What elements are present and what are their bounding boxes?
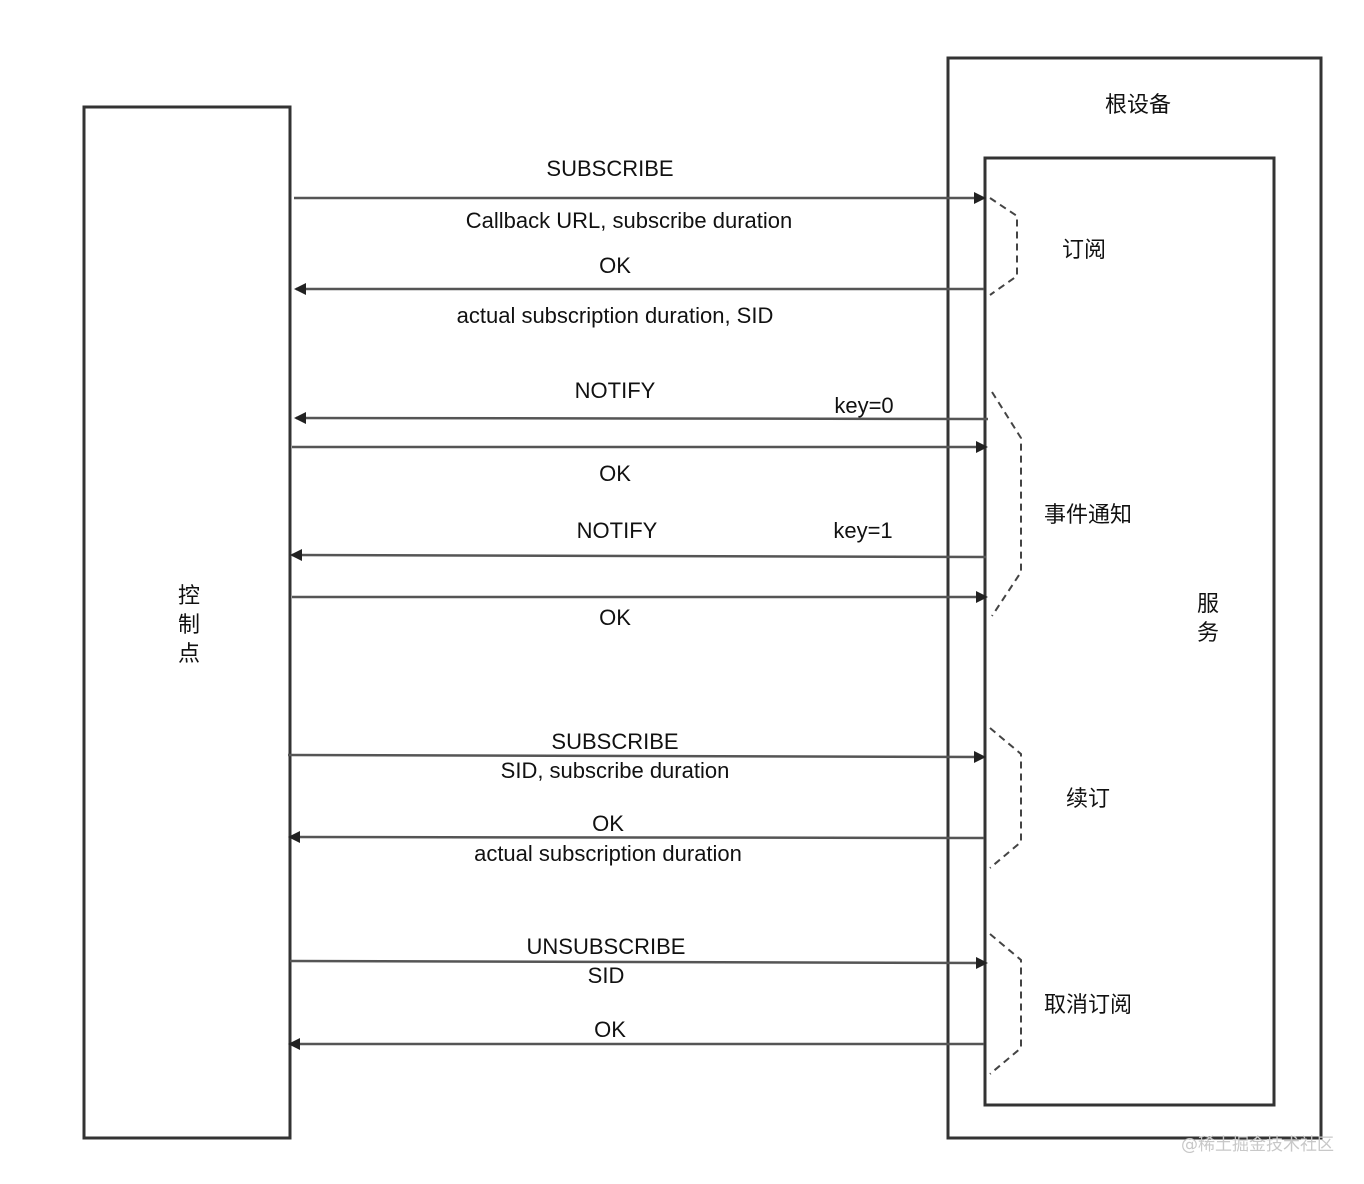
renew-request-params: SID, subscribe duration <box>501 758 730 783</box>
renew-phase-bracket <box>989 727 1022 869</box>
control-point-label-1: 控 <box>178 584 200 609</box>
control-point-box <box>82 105 292 1140</box>
renew-response-params: actual subscription duration <box>474 841 742 866</box>
watermark-text: @稀土掘金技术社区 <box>1181 1135 1334 1155</box>
control-point-label-3: 点 <box>178 642 200 667</box>
unsubscribe-response-label: OK <box>594 1017 626 1042</box>
unsubscribe-request-params: SID <box>588 963 625 988</box>
renew-response-label: OK <box>592 811 624 836</box>
unsubscribe-phase-bracket <box>989 933 1022 1075</box>
subscribe-response-label: OK <box>599 253 631 278</box>
notify-0-arrow <box>294 412 989 425</box>
subscribe-phase-bracket <box>989 197 1018 296</box>
renew-request-arrow <box>287 750 986 763</box>
notify-1-label: NOTIFY <box>577 518 658 543</box>
control-point-label-2: 制 <box>178 613 200 638</box>
notify-1-key: key=1 <box>833 518 892 543</box>
renew-phase-label: 续订 <box>1066 787 1110 812</box>
root-device-label: 根设备 <box>1105 93 1171 118</box>
event-notify-phase-label: 事件通知 <box>1044 503 1132 528</box>
service-label-2: 务 <box>1197 621 1219 646</box>
renew-request-label: SUBSCRIBE <box>551 729 678 754</box>
subscribe-request-params: Callback URL, subscribe duration <box>466 208 793 233</box>
notify-0-label: NOTIFY <box>575 378 656 403</box>
subscribe-response-params: actual subscription duration, SID <box>457 303 774 328</box>
notify-0-response-label: OK <box>599 461 631 486</box>
subscribe-request-label: SUBSCRIBE <box>546 156 673 181</box>
notify-0-key: key=0 <box>834 393 893 418</box>
subscribe-phase-label: 订阅 <box>1062 238 1106 263</box>
service-box <box>983 156 1276 1107</box>
event-notify-phase-bracket <box>991 391 1022 617</box>
unsubscribe-request-label: UNSUBSCRIBE <box>527 934 686 959</box>
notify-1-response-label: OK <box>599 605 631 630</box>
unsubscribe-phase-label: 取消订阅 <box>1044 993 1132 1018</box>
unsubscribe-request-arrow <box>289 956 988 969</box>
service-label-1: 服 <box>1197 592 1219 617</box>
renew-response-arrow <box>288 831 985 844</box>
notify-1-arrow <box>290 549 987 562</box>
